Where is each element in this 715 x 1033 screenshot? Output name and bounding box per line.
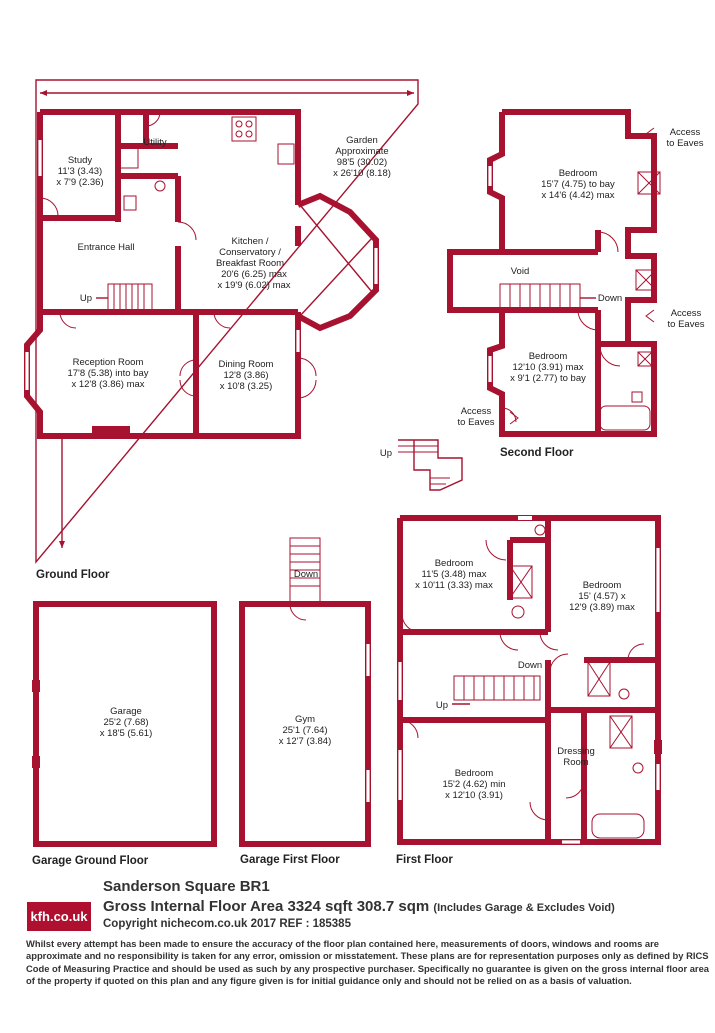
kfh-logo: kfh.co.uk — [27, 902, 91, 931]
entrance-hall-label: Entrance Hall — [77, 242, 134, 253]
first-floor-label: First Floor — [396, 854, 453, 866]
first-floor-plan — [397, 515, 662, 845]
up-ground-label: Up — [80, 293, 92, 304]
garage-first-floor-label: Garage First Floor — [240, 854, 340, 866]
garage-first-plan — [239, 537, 371, 847]
garage-ground-floor-label: Garage Ground Floor — [32, 855, 149, 867]
ground-floor-label: Ground Floor — [36, 569, 110, 581]
garden-boundary — [35, 79, 419, 564]
down-second-label: Down — [598, 293, 622, 304]
gia-note: (Includes Garage & Excludes Void) — [433, 902, 615, 914]
void-label: Void — [511, 266, 530, 277]
property-title: Sanderson Square BR1 — [103, 878, 270, 895]
second-floor-label: Second Floor — [500, 447, 574, 459]
up-stairs-top-label: Up — [380, 448, 392, 459]
gia-text: Gross Internal Floor Area 3324 sqft 308.… — [103, 898, 430, 915]
copyright-text: Copyright nichecom.co.uk 2017 REF : 1853… — [103, 918, 351, 930]
utility-label: Utility — [143, 137, 166, 148]
ground-outer-wall — [40, 109, 301, 205]
second-floor-plan — [398, 109, 661, 491]
gross-internal-area: Gross Internal Floor Area 3324 sqft 308.… — [103, 898, 615, 915]
up-first-label: Up — [436, 700, 448, 711]
down-garage-label: Down — [294, 569, 318, 580]
ground-floor-plan — [24, 79, 419, 564]
disclaimer-text: Whilst every attempt has been made to en… — [26, 938, 710, 987]
down-first-label: Down — [518, 660, 542, 671]
garage-ground-plan — [32, 601, 217, 847]
